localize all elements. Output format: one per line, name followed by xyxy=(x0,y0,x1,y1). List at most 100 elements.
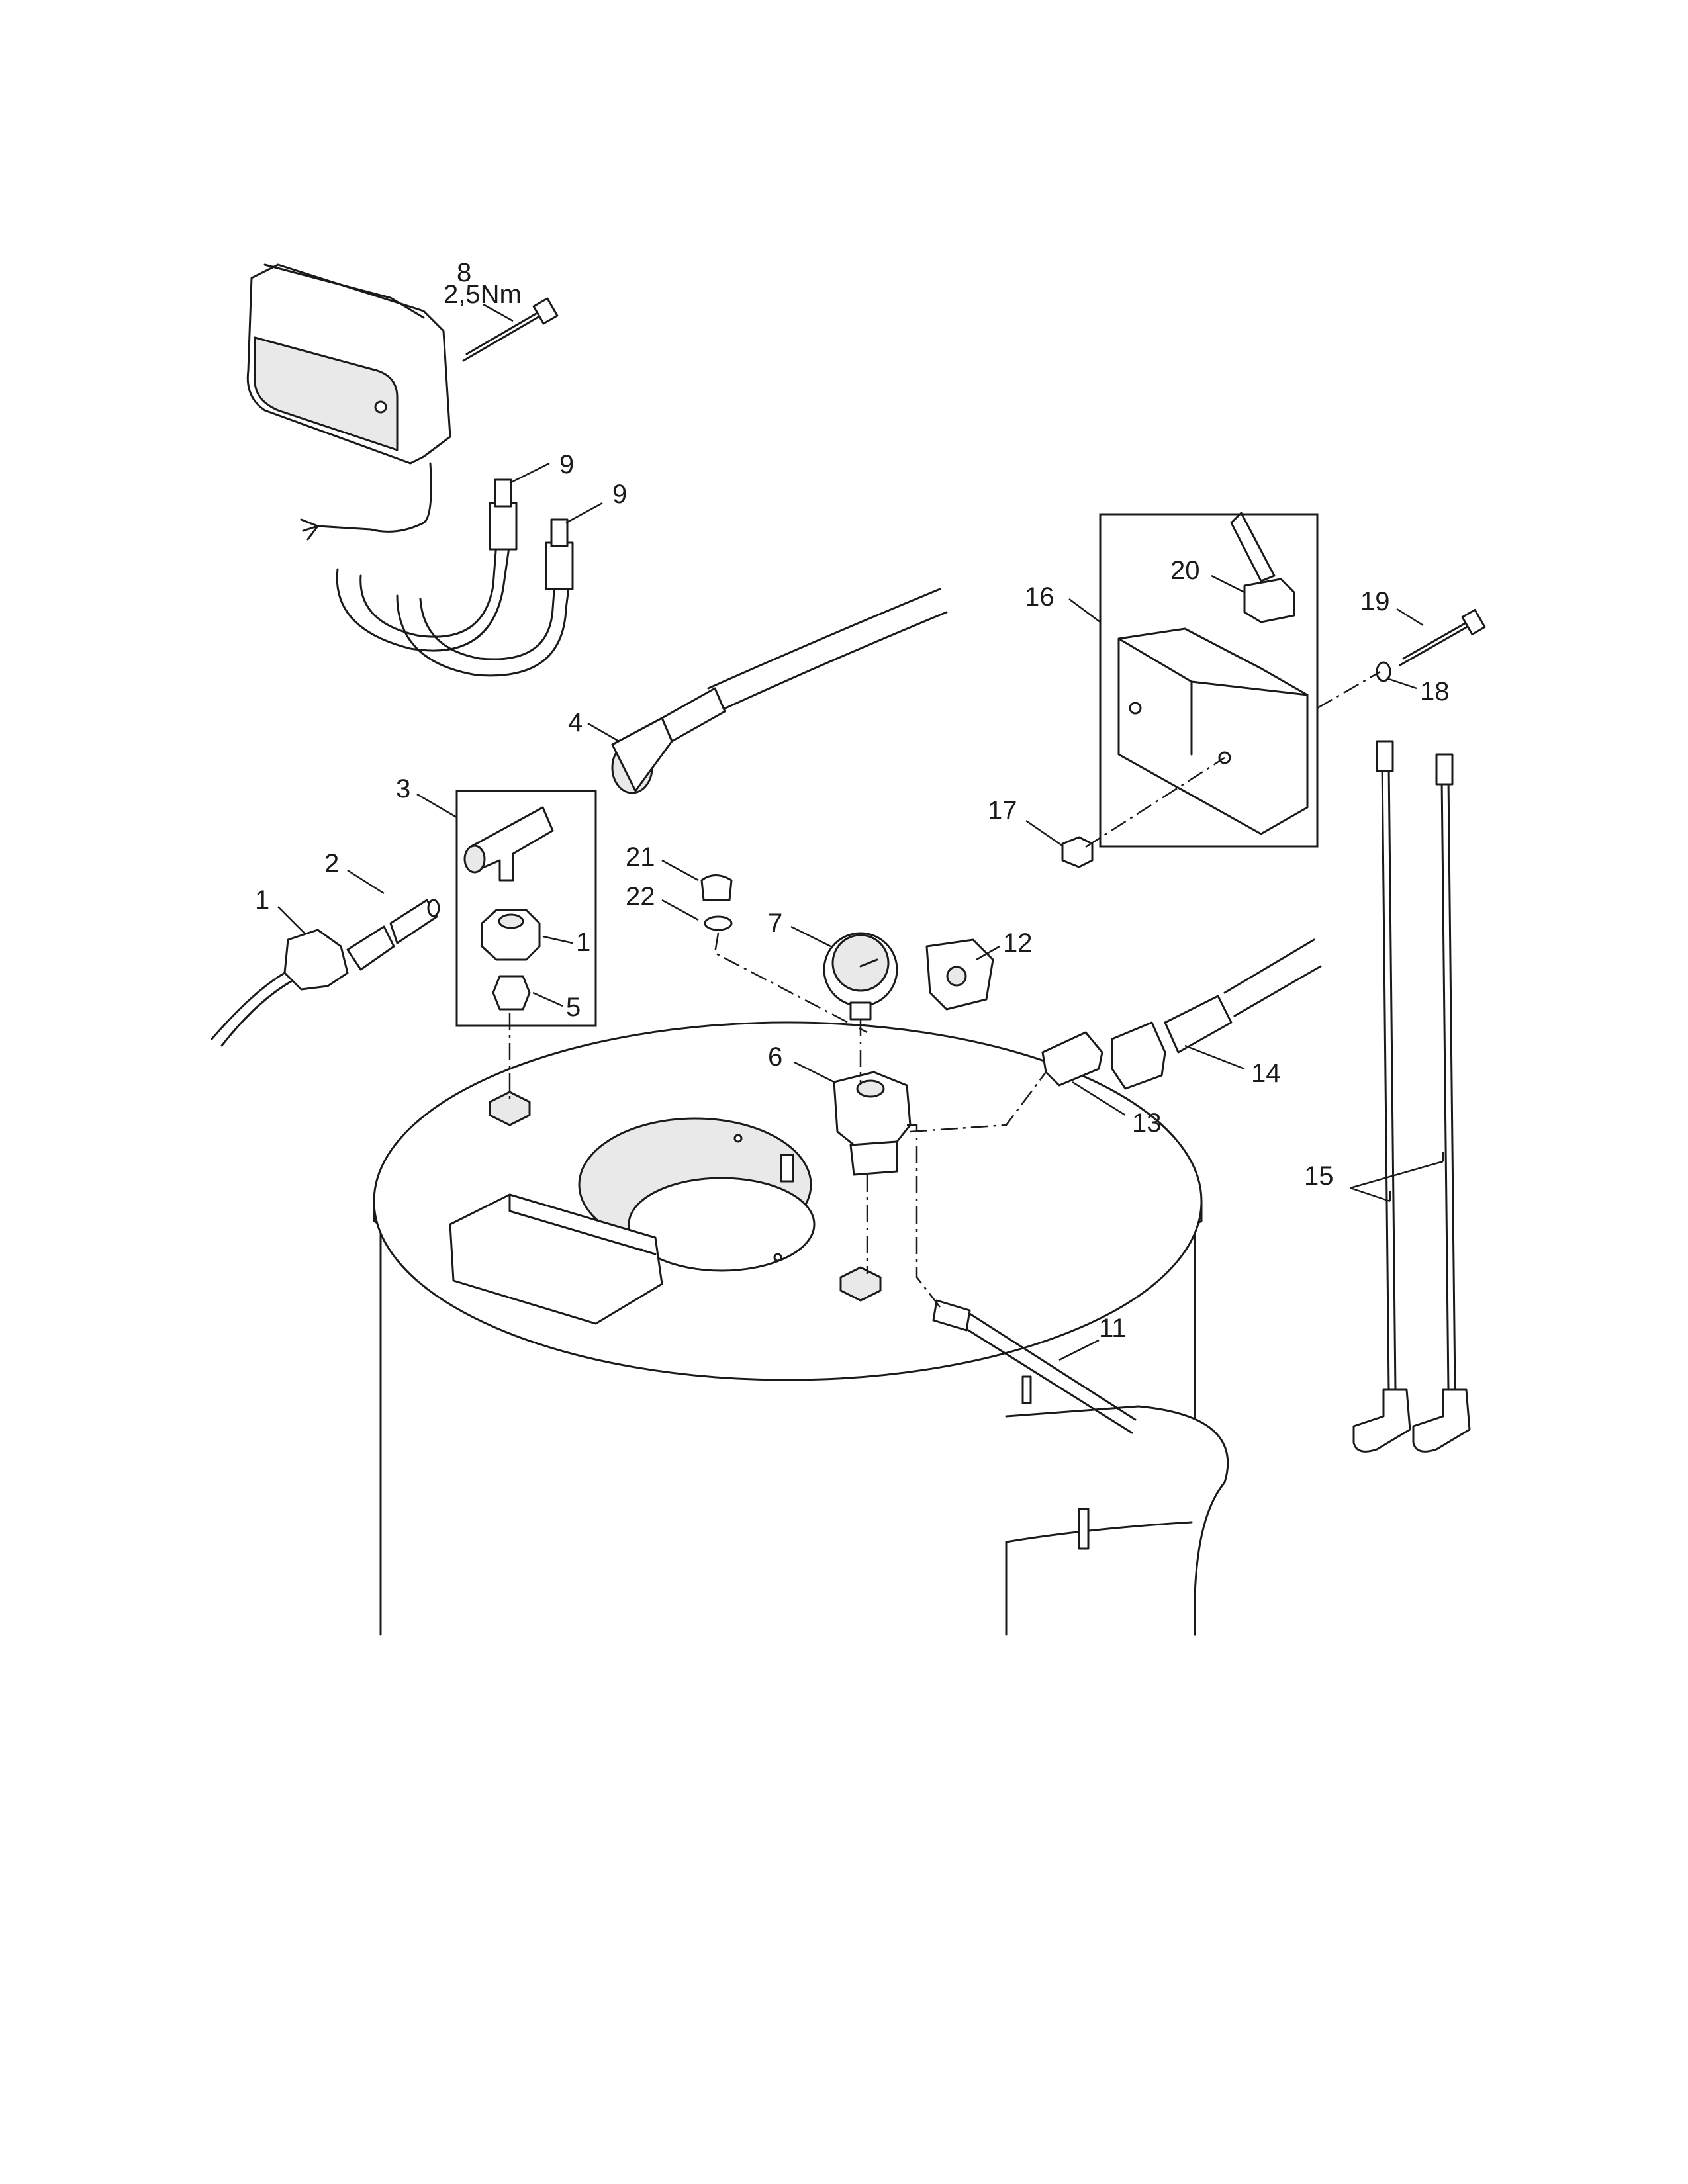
side-panel xyxy=(1005,1405,1229,1636)
assembly-line xyxy=(907,1124,941,1308)
hose-9a xyxy=(336,541,511,652)
callout-labels: 8 2,5Nm 9 9 4 3 2 1 1 5 21 22 7 12 6 13 … xyxy=(255,258,1450,1343)
hose-4 xyxy=(707,588,941,690)
lid-hole xyxy=(773,1253,782,1262)
rod-15-right-elbow xyxy=(1412,1388,1471,1453)
leader-p1b xyxy=(542,935,573,944)
hose-9b-inner xyxy=(419,581,556,660)
fitting-kit-3 xyxy=(455,790,597,1027)
fitting-9b xyxy=(545,541,574,590)
plug-21 xyxy=(700,874,733,901)
control-box-screw-hole xyxy=(374,400,387,414)
lid-nut-left xyxy=(489,1091,531,1126)
control-box-face xyxy=(254,336,399,451)
leader-p9a xyxy=(509,462,550,484)
callout-3: 3 xyxy=(396,774,410,803)
lid-tray xyxy=(449,1193,663,1325)
knob-20-lever xyxy=(1230,512,1276,582)
hose-9b xyxy=(396,581,571,677)
assembly-line xyxy=(1085,756,1225,848)
leader-p18 xyxy=(1386,677,1417,690)
callout-8-torque: 2,5Nm xyxy=(444,280,522,309)
callout-8: 8 xyxy=(457,258,471,287)
t-fitting xyxy=(469,806,554,882)
leader-p6 xyxy=(794,1061,835,1083)
rod-15-left-fitting xyxy=(1376,740,1394,772)
box-cable xyxy=(316,462,432,533)
ferrule-5 xyxy=(492,975,531,1011)
fitting-6-stem xyxy=(849,1140,898,1176)
leader-p11 xyxy=(1058,1339,1100,1361)
callout-18: 18 xyxy=(1420,677,1450,706)
rod-15-right xyxy=(1440,776,1456,1391)
leader-p21 xyxy=(661,859,699,882)
hex-nut-1 xyxy=(481,909,541,961)
assembly-lines xyxy=(508,670,1381,1308)
pipe-2-tip xyxy=(389,899,438,944)
rod-pair-15 xyxy=(1352,740,1471,1453)
capillary-tube-edge xyxy=(220,978,296,1047)
block-16-hole xyxy=(1129,702,1142,715)
leader-p15 xyxy=(1350,1152,1444,1203)
callout-21: 21 xyxy=(626,842,655,872)
module-kit-16 xyxy=(1061,512,1319,868)
hose-4-edge xyxy=(717,611,948,713)
leader-p17 xyxy=(1025,819,1063,847)
callout-9a: 9 xyxy=(559,450,574,479)
cable-ends xyxy=(300,518,319,541)
callout-22: 22 xyxy=(626,882,655,911)
pressure-gauge-7-dial xyxy=(831,934,890,992)
callout-1b: 1 xyxy=(576,928,590,957)
callout-4: 4 xyxy=(568,708,583,737)
kit-3-frame xyxy=(455,790,597,1027)
box-edge xyxy=(263,263,425,319)
callout-17: 17 xyxy=(988,796,1017,825)
leader-p1a xyxy=(277,906,305,934)
hose-14-sleeve xyxy=(1164,995,1233,1054)
leader-p14 xyxy=(1184,1044,1245,1070)
gauge-assembly xyxy=(700,874,994,1176)
leader-p12 xyxy=(976,945,1000,961)
callout-15: 15 xyxy=(1304,1161,1334,1191)
leader-p2 xyxy=(347,869,385,895)
leader-p22 xyxy=(661,899,699,921)
leader-p8 xyxy=(483,303,514,322)
block-16 xyxy=(1117,627,1309,835)
pipe-2 xyxy=(346,925,395,971)
screw-19 xyxy=(1399,619,1471,666)
pressure-gauge-needle xyxy=(859,958,878,968)
tube-11-edge xyxy=(962,1326,1133,1434)
gauge-stem xyxy=(849,1001,872,1021)
nut-17 xyxy=(1061,836,1094,868)
hose-4-sleeve xyxy=(661,687,726,743)
rod-15-left-elbow xyxy=(1352,1388,1411,1453)
callout-1a: 1 xyxy=(255,886,269,915)
fitting-9a-tip xyxy=(494,478,512,508)
rod-15-left xyxy=(1381,763,1397,1391)
callout-19: 19 xyxy=(1360,587,1390,616)
assembly-line xyxy=(1317,670,1381,709)
callout-2: 2 xyxy=(324,849,339,878)
callout-16: 16 xyxy=(1025,582,1055,612)
kit-16-frame xyxy=(1099,513,1319,848)
callout-20: 20 xyxy=(1170,556,1200,585)
lid-inner-opening xyxy=(628,1177,816,1272)
hex-nut-1-bore xyxy=(498,913,524,929)
callout-6: 6 xyxy=(768,1042,782,1071)
capillary-tube xyxy=(211,972,286,1040)
panel-stud xyxy=(1021,1375,1032,1404)
callout-9b: 9 xyxy=(612,480,627,509)
hose-14-nut xyxy=(1111,1021,1166,1090)
clip-12-hole xyxy=(946,966,967,987)
leader-p13 xyxy=(1072,1081,1126,1116)
t-fitting-end xyxy=(463,844,486,874)
block-16-top xyxy=(1117,637,1309,756)
tube-11 xyxy=(968,1312,1137,1421)
rod-15-right-fitting xyxy=(1435,753,1454,786)
tank-assembly xyxy=(373,1021,1229,1636)
leader-lines xyxy=(277,303,1444,1361)
leader-p3 xyxy=(416,793,457,819)
hose-9a-inner xyxy=(359,541,498,638)
leader-p4 xyxy=(587,722,620,743)
